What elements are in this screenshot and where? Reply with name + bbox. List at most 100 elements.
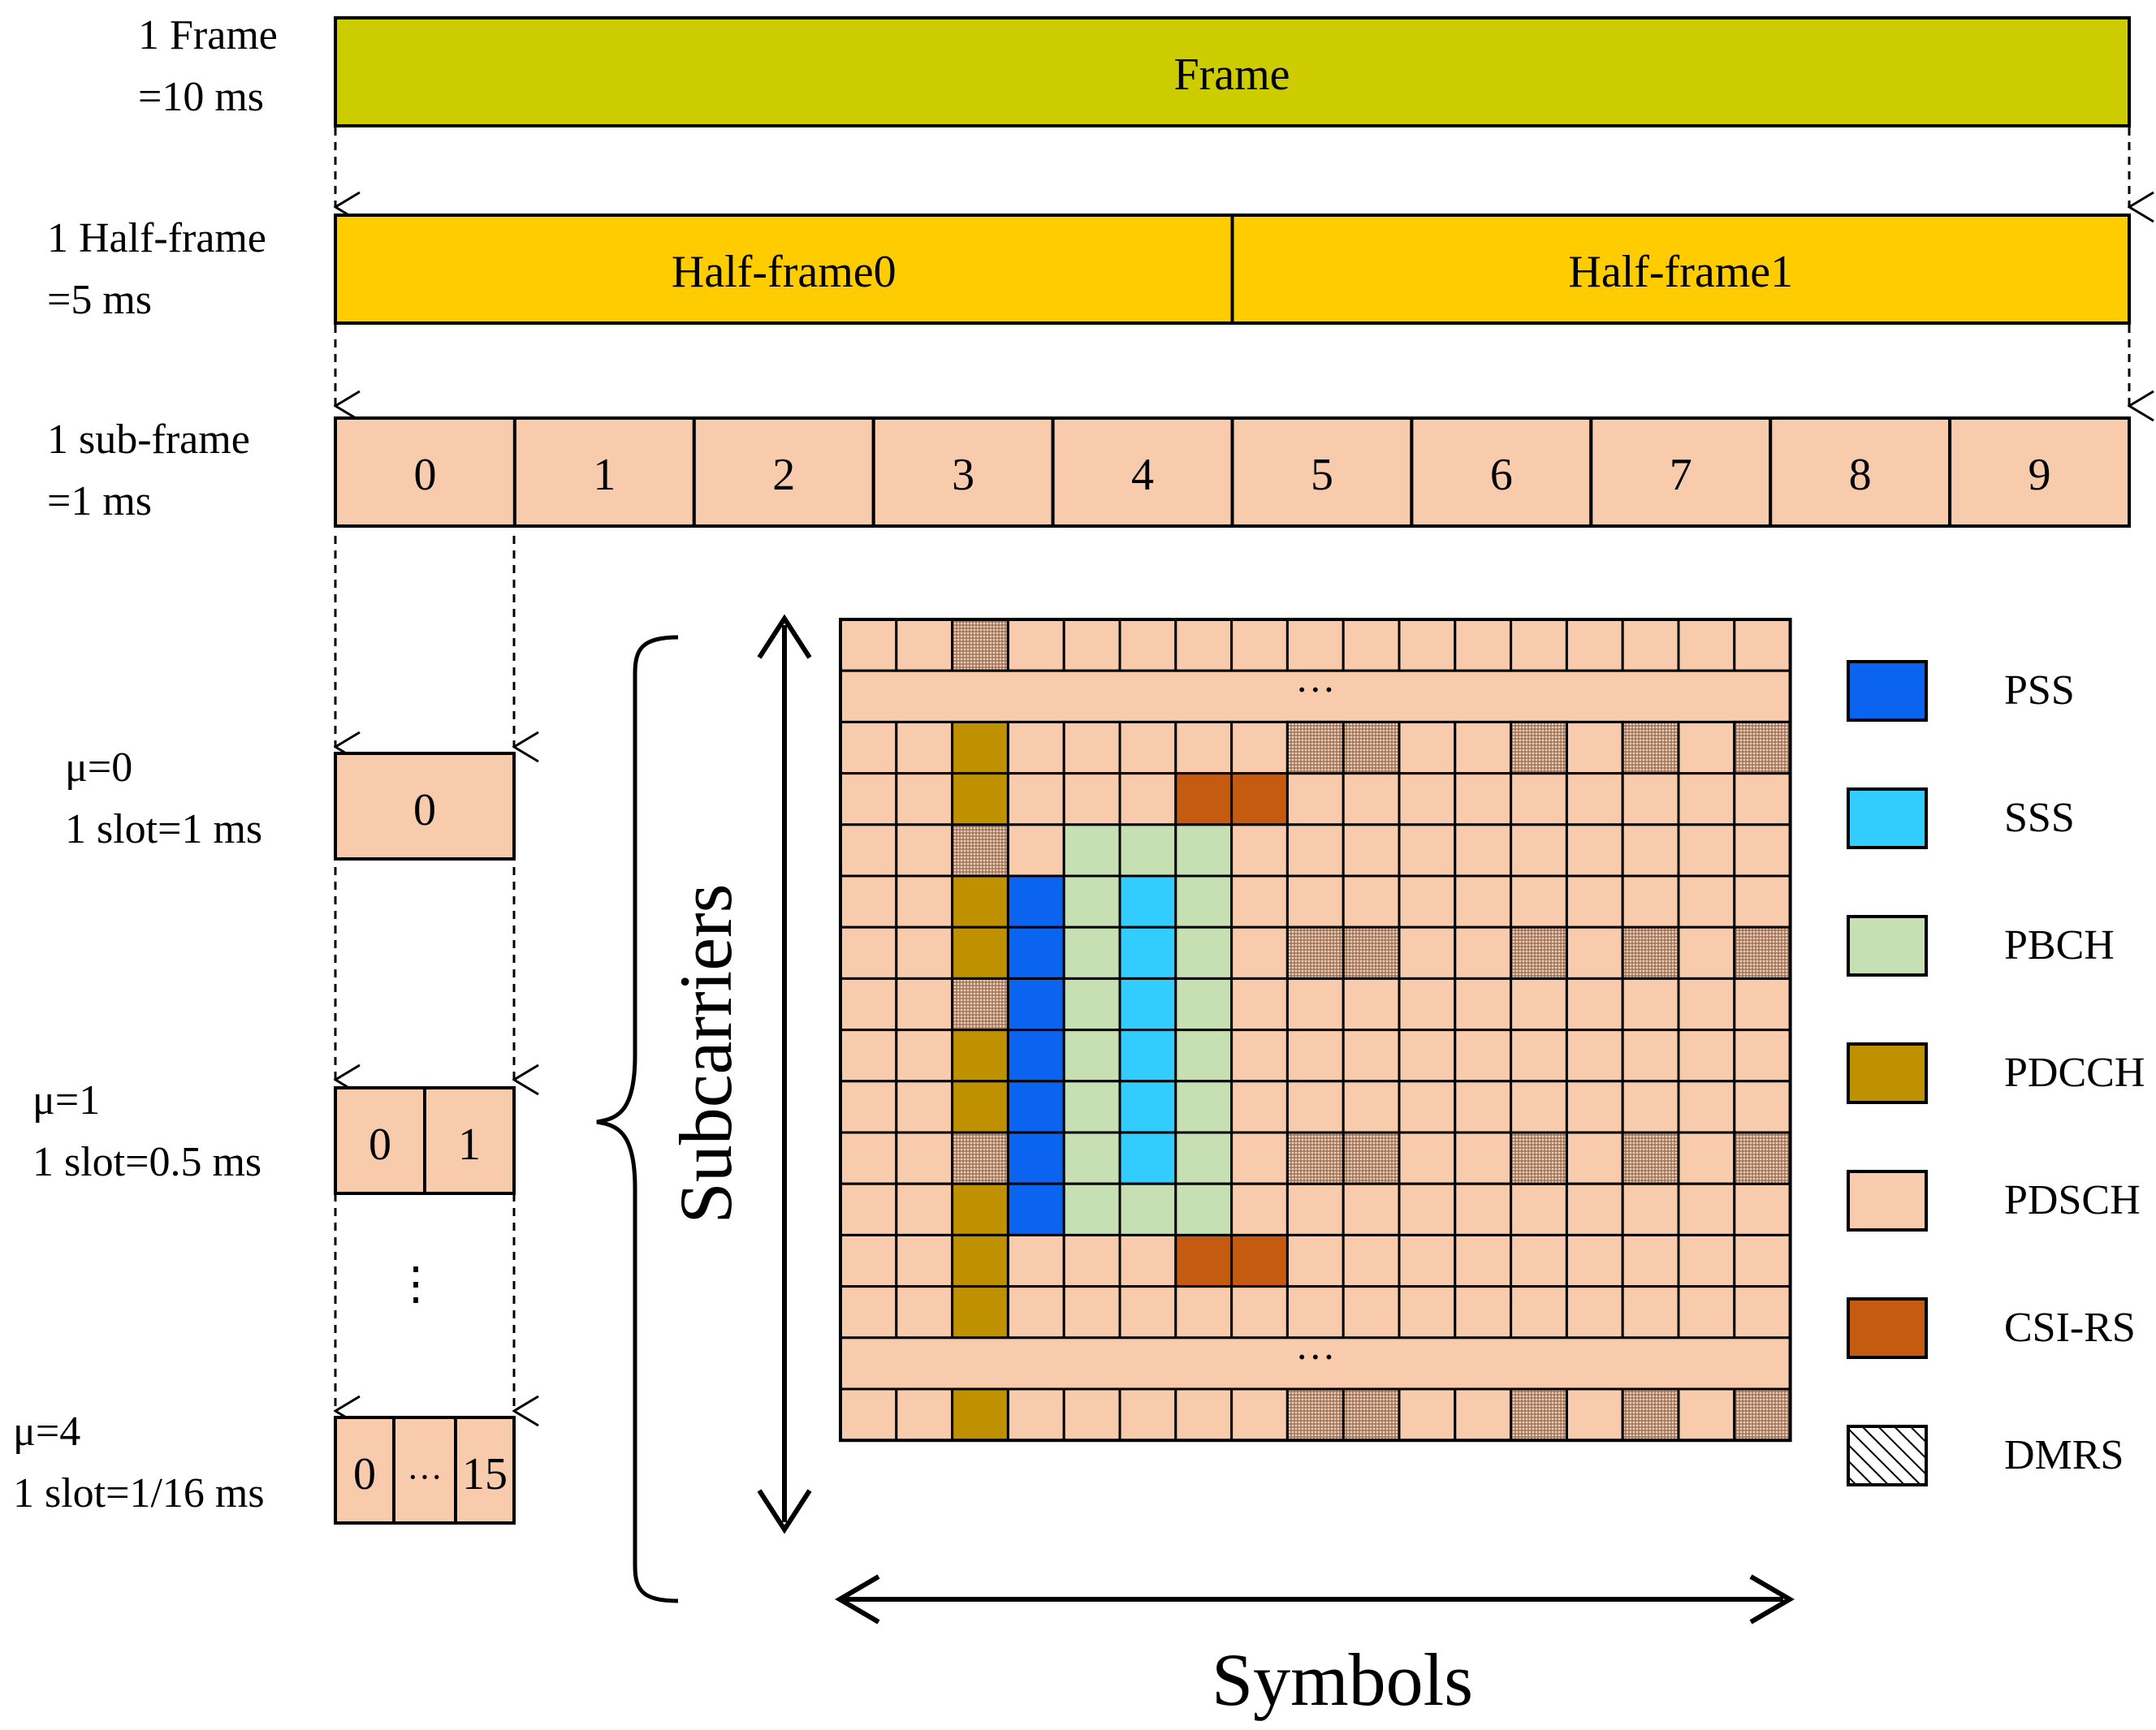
sss-cell	[1118, 1131, 1177, 1185]
pbch-cell	[1174, 823, 1234, 878]
pdsch-cell	[1565, 772, 1624, 826]
pbch-cell	[1118, 1182, 1177, 1236]
pbch-cell	[1062, 925, 1121, 980]
pdsch-cell	[1454, 1080, 1513, 1134]
pdsch-cell	[1342, 1182, 1401, 1236]
legend-swatch-pdcch	[1847, 1042, 1928, 1104]
legend-swatch-sss	[1847, 787, 1928, 849]
frame-to-halfframe-arrows	[335, 127, 2129, 207]
slot-cell	[334, 1086, 426, 1195]
pdsch-cell	[1454, 618, 1513, 672]
pdsch-cell	[1510, 1080, 1568, 1134]
dmrs-cell	[1733, 1131, 1792, 1185]
sub-frame-cell	[692, 416, 875, 528]
frame-label-line2: =10 ms	[138, 74, 264, 120]
pdsch-cell	[839, 1285, 898, 1340]
pdsch-cell	[839, 618, 898, 672]
pdsch-cell	[1230, 1029, 1289, 1083]
pdcch-cell	[951, 874, 1009, 929]
pdsch-cell	[1510, 772, 1568, 826]
pdsch-cell	[895, 772, 954, 826]
halfframe-to-subframe-arrows	[335, 325, 2129, 406]
dmrs-cell	[1621, 1387, 1680, 1442]
legend-swatch-dmrs	[1847, 1425, 1928, 1486]
sub-frame-cell-label: 9	[2029, 450, 2051, 500]
pdsch-cell	[1285, 1080, 1345, 1134]
pdcch-cell	[951, 1029, 1009, 1083]
pdsch-cell	[1285, 823, 1345, 878]
sub-frame-cell	[334, 416, 516, 528]
pdsch-cell	[1230, 977, 1289, 1032]
mu0-label-line1: μ=0	[65, 744, 132, 791]
dmrs-cell	[951, 1131, 1009, 1185]
pdsch-cell	[1565, 720, 1624, 775]
pdsch-cell	[1454, 1182, 1513, 1236]
pdsch-cell	[1454, 1285, 1513, 1340]
pdsch-cell	[1230, 618, 1289, 672]
resource-grid: ······	[839, 618, 1792, 1443]
pdsch-cell	[1342, 977, 1401, 1032]
pdsch-cell	[1398, 618, 1457, 672]
sub-frame-cell-label: 0	[413, 450, 436, 500]
pss-cell	[1006, 1182, 1065, 1236]
pdsch-cell	[895, 1285, 954, 1340]
pdsch-cell	[1677, 823, 1736, 878]
dmrs-cell	[1285, 1131, 1345, 1185]
pdsch-cell	[1342, 874, 1401, 929]
slot-cell	[454, 1416, 516, 1525]
frame-bar	[334, 16, 2131, 127]
pdsch-cell	[1621, 1233, 1680, 1288]
pdcch-cell	[951, 1387, 1009, 1442]
pdsch-cell	[1285, 618, 1345, 672]
slot-cell	[334, 1416, 395, 1525]
numerology-mu4: μ=4 1 slot=1/16 ms 0···15	[13, 1409, 516, 1525]
pdsch-cell	[839, 925, 898, 980]
pdcch-cell	[951, 1233, 1009, 1288]
pss-cell	[1006, 1029, 1065, 1083]
symbols-label: Symbols	[1212, 1638, 1473, 1721]
subcarriers-arrow-down-head	[757, 1489, 812, 1534]
pdsch-cell	[1398, 1233, 1457, 1288]
half-frame-cell	[1230, 214, 2131, 325]
pdsch-cell	[839, 1029, 898, 1083]
half-frame-cell	[334, 214, 1234, 325]
legend-label-pdsch: PDSCH	[2004, 1177, 2141, 1223]
pbch-cell	[1174, 1080, 1234, 1134]
numerology-mu0: μ=0 1 slot=1 ms 0	[65, 744, 516, 861]
sub-frame-cell-label: 5	[1311, 450, 1333, 500]
pdsch-cell	[1398, 1131, 1457, 1185]
sub-frame-cell-label: 7	[1670, 450, 1692, 500]
pdsch-cell	[1565, 1080, 1624, 1134]
pdsch-cell	[1621, 1080, 1680, 1134]
pdsch-cell	[1733, 772, 1792, 826]
pdsch-cell	[1062, 1387, 1121, 1442]
pdsch-cell	[1285, 1285, 1345, 1340]
pdsch-cell	[1565, 823, 1624, 878]
slot-cell	[392, 1416, 457, 1525]
dmrs-cell	[1285, 1387, 1345, 1442]
pdsch-cell	[1006, 772, 1065, 826]
pdcch-cell	[951, 925, 1009, 980]
pdsch-cell	[895, 823, 954, 878]
pdsch-cell	[1733, 977, 1792, 1032]
pdsch-cell	[1454, 1029, 1513, 1083]
sub-frame-cell	[1410, 416, 1593, 528]
pdsch-cell	[1733, 1080, 1792, 1134]
pdsch-cell	[1174, 618, 1234, 672]
pbch-cell	[1062, 1080, 1121, 1134]
pdsch-cell	[1565, 874, 1624, 929]
pdsch-cell	[1510, 1182, 1568, 1236]
pdsch-cell	[1118, 1285, 1177, 1340]
sub-frame-cell-label: 2	[772, 450, 795, 500]
pdsch-cell	[1565, 925, 1624, 980]
slot-cell-label: 15	[462, 1449, 508, 1499]
pdsch-cell	[1230, 874, 1289, 929]
symbols-arrow-left-head	[835, 1574, 880, 1624]
mu4-label-line1: μ=4	[13, 1409, 80, 1455]
mu1-label-line2: 1 slot=0.5 ms	[32, 1139, 261, 1185]
pdsch-cell	[1285, 1029, 1345, 1083]
csi-rs-cell	[1230, 772, 1289, 826]
pdsch-cell	[1677, 1029, 1736, 1083]
